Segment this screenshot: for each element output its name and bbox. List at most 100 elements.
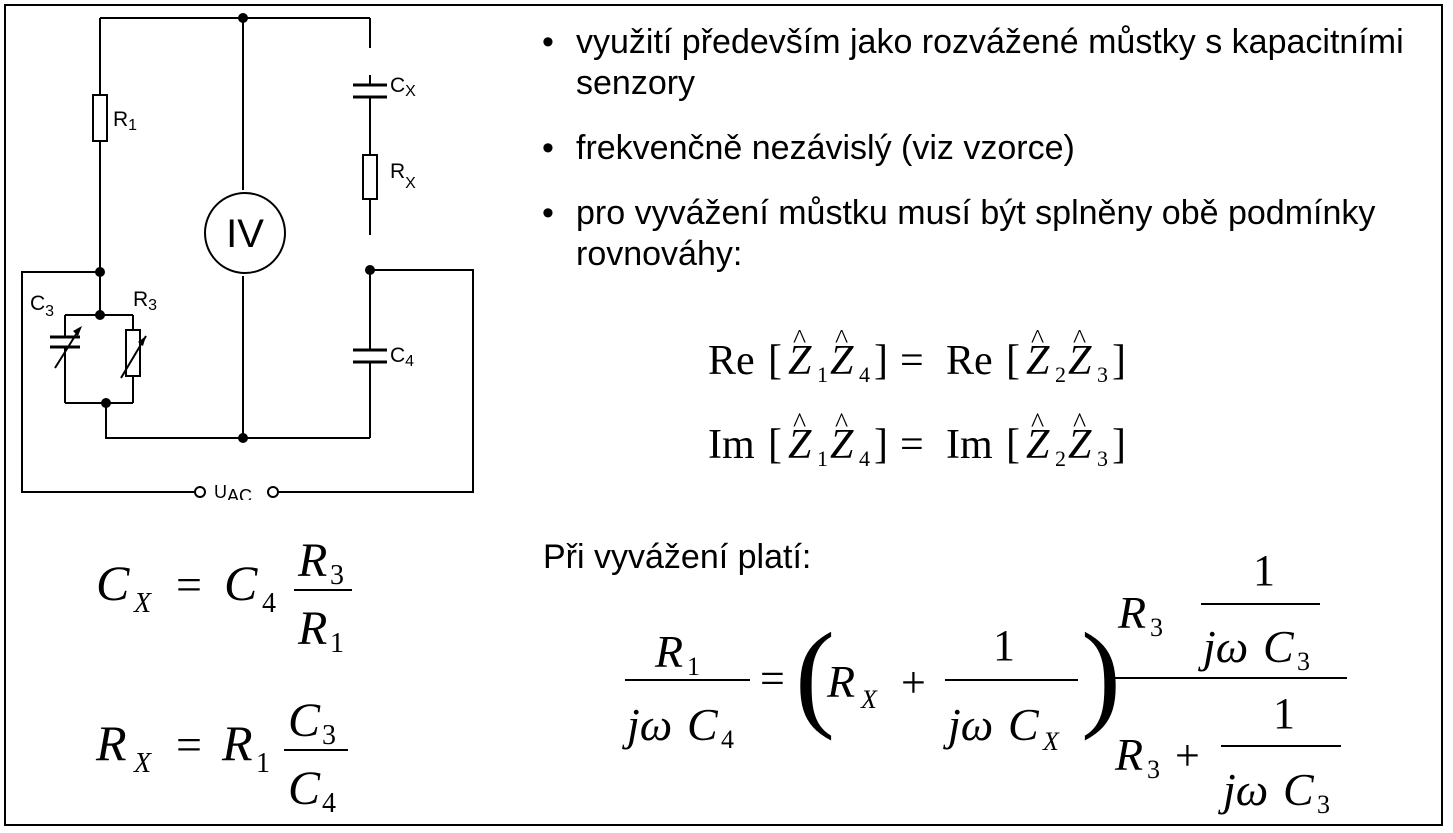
svg-text:Z: Z <box>1026 338 1050 384</box>
svg-text:jω: jω <box>1218 764 1268 815</box>
svg-text:C: C <box>1283 764 1315 815</box>
svg-text:C: C <box>687 699 719 750</box>
svg-text:1: 1 <box>817 446 828 471</box>
svg-text:3: 3 <box>330 560 344 591</box>
node <box>95 267 105 277</box>
resistor-r1 <box>92 94 108 142</box>
svg-text:C: C <box>1263 621 1295 672</box>
svg-text:4: 4 <box>262 588 276 619</box>
svg-text:1: 1 <box>817 362 828 387</box>
imaginary-part-condition: Im [ Z ^ 1 Z ^ 4 ] = Im [ Z ^ 2 Z ^ 3 ] <box>708 408 1126 471</box>
wire-left-bottom <box>105 403 370 439</box>
source-terminal-right <box>267 486 279 498</box>
svg-text:Re: Re <box>708 338 755 384</box>
node <box>365 265 375 275</box>
bullet-item: •frekvenčně nezávislý (viz vzorce) <box>542 129 1075 167</box>
svg-text:[: [ <box>768 422 782 468</box>
svg-text:=: = <box>176 559 202 610</box>
svg-text:1: 1 <box>993 621 1015 670</box>
svg-text:1: 1 <box>687 652 700 681</box>
svg-text:3: 3 <box>1147 755 1160 784</box>
node <box>95 310 105 320</box>
svg-text:C: C <box>96 555 130 611</box>
svg-text:3: 3 <box>1097 362 1108 387</box>
source-terminal-left <box>194 486 206 498</box>
svg-text:1: 1 <box>256 748 270 779</box>
svg-text:): ) <box>1081 608 1121 741</box>
svg-text:R: R <box>221 715 253 771</box>
bullet-list: •využití především jako rozvážené můstky… <box>542 22 1422 299</box>
capacitor-c4 <box>353 348 387 364</box>
svg-text:Re: Re <box>946 338 993 384</box>
svg-text:+: + <box>1175 731 1200 780</box>
svg-text:3: 3 <box>1097 446 1108 471</box>
svg-text:3: 3 <box>322 720 336 751</box>
bullet-item: •pro vyvážení můstku musí být splněny ob… <box>542 194 1376 273</box>
c3-variable-arrow <box>54 327 81 369</box>
svg-text:C: C <box>224 555 258 611</box>
label-rx: RX <box>390 160 416 192</box>
svg-text:=: = <box>176 719 202 770</box>
svg-text:1: 1 <box>1253 546 1275 595</box>
svg-text:^: ^ <box>1031 330 1044 355</box>
label-cx: CX <box>390 74 416 100</box>
balance-conditions: Re [ Z ^ 1 Z ^ 4 ] = Re [ Z ^ 2 Z ^ 3 ] … <box>708 330 1126 471</box>
rx-formula: R X = R 1 C 3 C 4 <box>95 694 348 819</box>
bullet-item: •využití především jako rozvážené můstky… <box>542 23 1404 102</box>
svg-text:=: = <box>900 338 924 384</box>
svg-text:R: R <box>1117 587 1146 638</box>
wire-source-right <box>278 269 474 493</box>
svg-text:R: R <box>95 715 127 771</box>
svg-text:4: 4 <box>721 725 734 754</box>
svg-text:]: ] <box>1112 422 1126 468</box>
svg-text:Z: Z <box>1068 338 1092 384</box>
svg-text:[: [ <box>768 338 782 384</box>
svg-text:3: 3 <box>1297 647 1310 676</box>
label-c4: C4 <box>390 344 414 370</box>
svg-text:X: X <box>133 588 152 619</box>
svg-text:C: C <box>1008 699 1040 750</box>
svg-text:=: = <box>760 654 785 703</box>
svg-text:1: 1 <box>330 628 344 659</box>
svg-text:2: 2 <box>1055 446 1066 471</box>
svg-text:jω: jω <box>1198 621 1248 672</box>
node <box>101 398 111 408</box>
svg-text:^: ^ <box>1073 408 1086 439</box>
svg-text:3: 3 <box>1317 790 1330 819</box>
svg-text:^: ^ <box>835 330 848 355</box>
svg-text:Im: Im <box>708 422 755 468</box>
resistor-rx <box>362 154 378 200</box>
svg-text:Z: Z <box>788 338 812 384</box>
wire-source-left <box>21 271 195 493</box>
node <box>238 13 248 23</box>
svg-text:R: R <box>297 602 327 655</box>
svg-text:]: ] <box>1112 338 1126 384</box>
svg-text:(: ( <box>795 608 835 741</box>
svg-text:[: [ <box>1006 422 1020 468</box>
balance-equation: R 1 jω C 4 = ( R X + 1 jω C X ) R 3 1 jω… <box>622 546 1347 819</box>
svg-text:+: + <box>901 658 926 707</box>
label-r1: R1 <box>113 108 137 134</box>
svg-text:R: R <box>1114 729 1143 780</box>
svg-text:X: X <box>133 748 152 779</box>
svg-text:R: R <box>297 534 327 587</box>
svg-text:4: 4 <box>322 788 336 819</box>
svg-text:4: 4 <box>859 446 870 471</box>
svg-text:R: R <box>826 656 855 707</box>
svg-text:R: R <box>654 626 683 677</box>
label-source: UAC <box>214 482 252 500</box>
svg-text:^: ^ <box>1073 330 1086 355</box>
svg-text:]: ] <box>874 422 888 468</box>
svg-text:C: C <box>288 694 321 747</box>
svg-text:^: ^ <box>793 408 806 439</box>
svg-text:^: ^ <box>793 330 806 355</box>
capacitor-c3 <box>50 335 80 349</box>
svg-text:]: ] <box>874 338 888 384</box>
svg-text:X: X <box>1042 727 1060 756</box>
svg-text:Z: Z <box>830 422 854 468</box>
svg-text:^: ^ <box>1031 408 1044 439</box>
svg-text:Z: Z <box>830 338 854 384</box>
bridge-circuit-diagram: R1 CX RX C3 R3 C4 UAC IV <box>21 13 474 500</box>
svg-text:[: [ <box>1006 338 1020 384</box>
svg-text:Z: Z <box>1068 422 1092 468</box>
